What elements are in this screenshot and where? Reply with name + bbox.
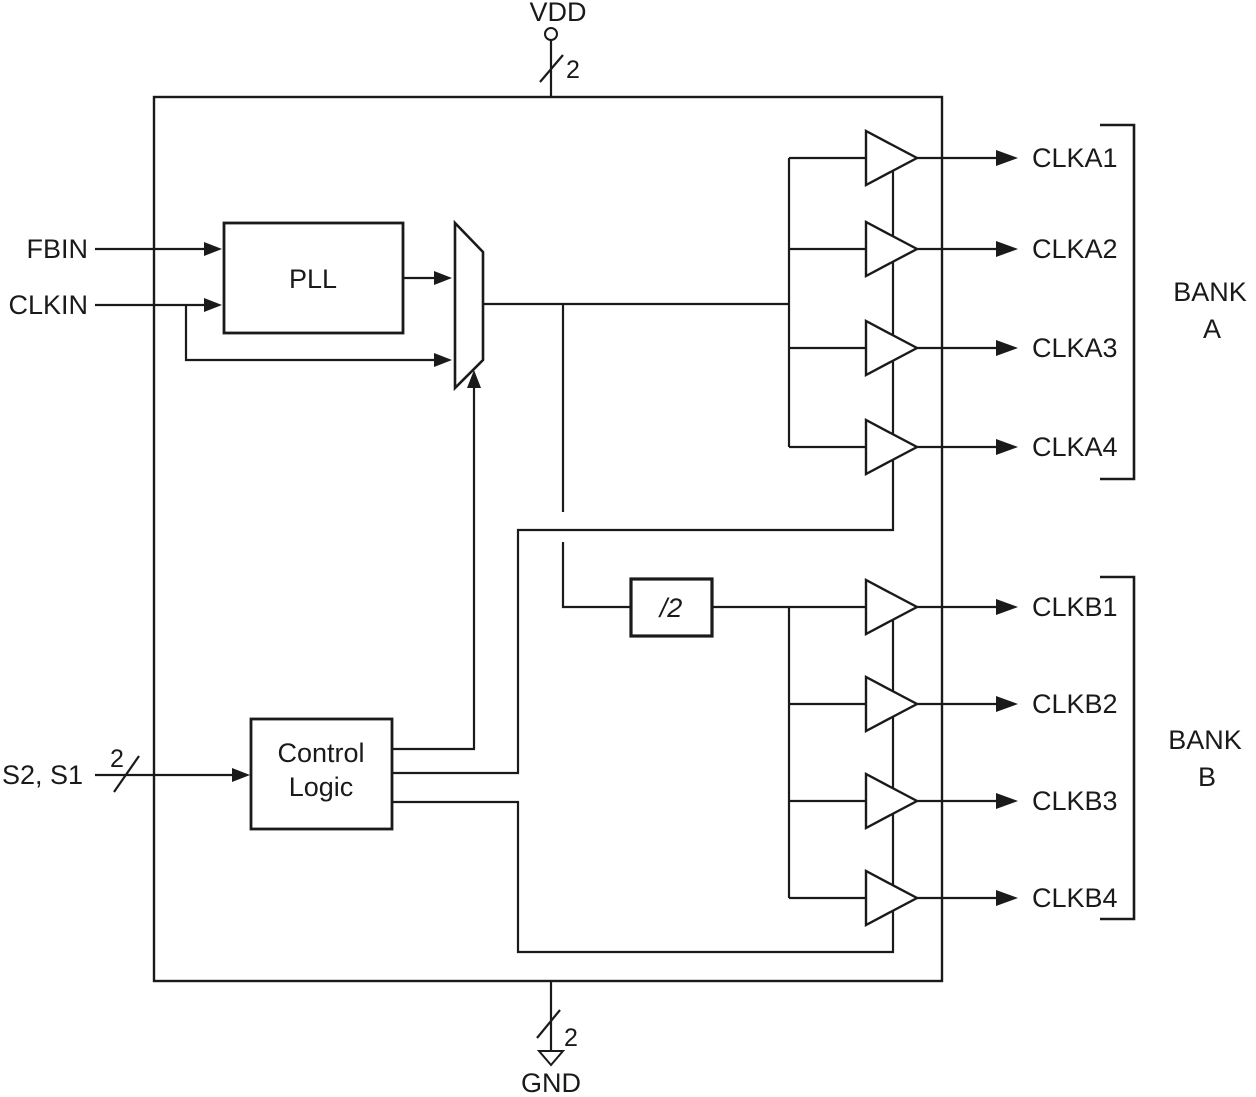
mux-select-arrowhead-icon bbox=[467, 370, 481, 388]
mux-select-wire bbox=[392, 386, 476, 751]
clkb1-pin-label: CLKB1 bbox=[1032, 592, 1118, 622]
bank-b: CLKB1 CLKB2 CLKB3 CLKB4 BANK B bbox=[787, 575, 1242, 927]
clkb3-arrowhead-icon bbox=[996, 793, 1018, 809]
clka4-pin-label: CLKA4 bbox=[1032, 432, 1118, 462]
vdd-terminal-icon bbox=[544, 27, 558, 41]
gnd-arrow-icon bbox=[536, 1050, 566, 1067]
clkb4-arrowhead-icon bbox=[996, 890, 1018, 906]
clka2-arrowhead-icon bbox=[996, 241, 1018, 257]
clka2-buffer-icon bbox=[864, 220, 920, 278]
bank-a-name-line1: BANK bbox=[1173, 277, 1247, 307]
clkb3-buffer-icon bbox=[864, 772, 920, 830]
clkb1-arrowhead-icon bbox=[996, 599, 1018, 615]
divider-box bbox=[629, 577, 714, 638]
gnd-bus-slash-icon bbox=[536, 1009, 561, 1039]
clka4-buffer-icon bbox=[864, 418, 920, 476]
pll-label: PLL bbox=[289, 264, 337, 294]
select-arrowhead-icon bbox=[232, 768, 250, 782]
select-label: S2, S1 bbox=[2, 760, 83, 790]
mux-shape bbox=[453, 219, 485, 392]
divider-branch-wire-lower bbox=[561, 542, 631, 609]
clkin-label: CLKIN bbox=[8, 290, 88, 320]
control-logic-label-line2: Logic bbox=[289, 772, 354, 802]
vdd-pin: VDD 2 bbox=[529, 0, 587, 97]
control-logic-box bbox=[249, 717, 394, 831]
pll-box bbox=[222, 221, 405, 335]
control-logic-block: Control Logic bbox=[249, 717, 394, 831]
gnd-pin: 2 GND bbox=[521, 981, 581, 1097]
clkin-bypass-wire bbox=[184, 305, 436, 362]
select-bus-width: 2 bbox=[110, 745, 124, 773]
clock-mux bbox=[453, 219, 789, 609]
clka3-pin-label: CLKA3 bbox=[1032, 333, 1118, 363]
clka3-buffer-icon bbox=[864, 319, 920, 377]
vdd-bus-slash-icon bbox=[539, 54, 564, 83]
control-logic-label-line1: Control bbox=[277, 738, 364, 768]
clkb2-pin-label: CLKB2 bbox=[1032, 689, 1118, 719]
pll-block: PLL bbox=[222, 221, 452, 335]
pll-output-arrowhead-icon bbox=[434, 271, 452, 285]
bank-b-bracket bbox=[1100, 575, 1136, 921]
clkb2-arrowhead-icon bbox=[996, 696, 1018, 712]
clka1-pin-label: CLKA1 bbox=[1032, 143, 1118, 173]
clkin-input: CLKIN bbox=[8, 290, 452, 367]
clka4-arrowhead-icon bbox=[996, 439, 1018, 455]
clkb4-buffer-icon bbox=[864, 869, 920, 927]
divide-by-2-block: /2 bbox=[629, 577, 866, 638]
clka1-arrowhead-icon bbox=[996, 150, 1018, 166]
bank-a-name-line2: A bbox=[1203, 314, 1221, 344]
bank-b-name-line2: B bbox=[1198, 762, 1216, 792]
clkin-bypass-arrowhead-icon bbox=[434, 353, 452, 367]
gnd-bus-width: 2 bbox=[564, 1024, 578, 1052]
clkb2-buffer-icon bbox=[864, 675, 920, 733]
device-boundary-box bbox=[152, 95, 944, 983]
vdd-bus-width: 2 bbox=[566, 56, 580, 84]
fbin-input: FBIN bbox=[26, 234, 222, 264]
fbin-arrowhead-icon bbox=[204, 242, 222, 256]
select-bus-slash-icon bbox=[113, 755, 140, 793]
bank-b-enable-wire bbox=[392, 615, 895, 954]
clkb1-buffer-icon bbox=[864, 578, 920, 636]
bank-a-enable-wire bbox=[392, 165, 895, 775]
clkin-arrowhead-icon bbox=[204, 298, 222, 312]
clkb4-pin-label: CLKB4 bbox=[1032, 883, 1118, 913]
clka1-buffer-icon bbox=[864, 129, 920, 187]
bank-a-bracket bbox=[1100, 123, 1136, 481]
fbin-label: FBIN bbox=[26, 234, 88, 264]
clka3-arrowhead-icon bbox=[996, 340, 1018, 356]
select-input: S2, S1 2 bbox=[2, 745, 250, 793]
divider-label: /2 bbox=[658, 593, 683, 623]
bank-a: CLKA1 CLKA2 CLKA3 CLKA4 BANK A bbox=[787, 123, 1247, 481]
clka2-pin-label: CLKA2 bbox=[1032, 234, 1118, 264]
clkb3-pin-label: CLKB3 bbox=[1032, 786, 1118, 816]
vdd-label: VDD bbox=[529, 0, 586, 27]
control-routing bbox=[392, 165, 895, 954]
gnd-label: GND bbox=[521, 1068, 581, 1097]
bank-b-name-line1: BANK bbox=[1168, 725, 1242, 755]
